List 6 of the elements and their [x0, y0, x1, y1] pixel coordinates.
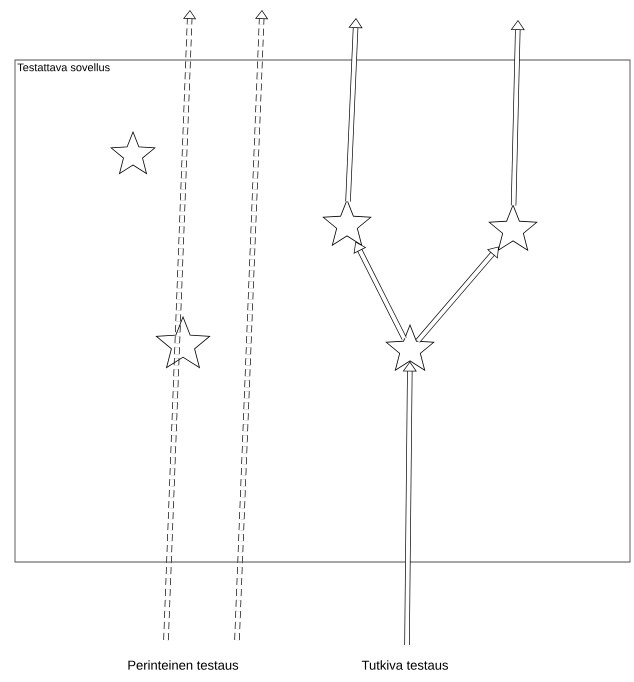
caption-text: Tutkiva testaus — [362, 660, 448, 670]
application-box — [14, 60, 630, 562]
box-heading: Testattava sovellus — [17, 63, 110, 72]
hollow-arrow — [354, 242, 407, 340]
caption-text: Perinteinen testaus — [128, 660, 238, 670]
hollow-arrow — [510, 20, 525, 206]
